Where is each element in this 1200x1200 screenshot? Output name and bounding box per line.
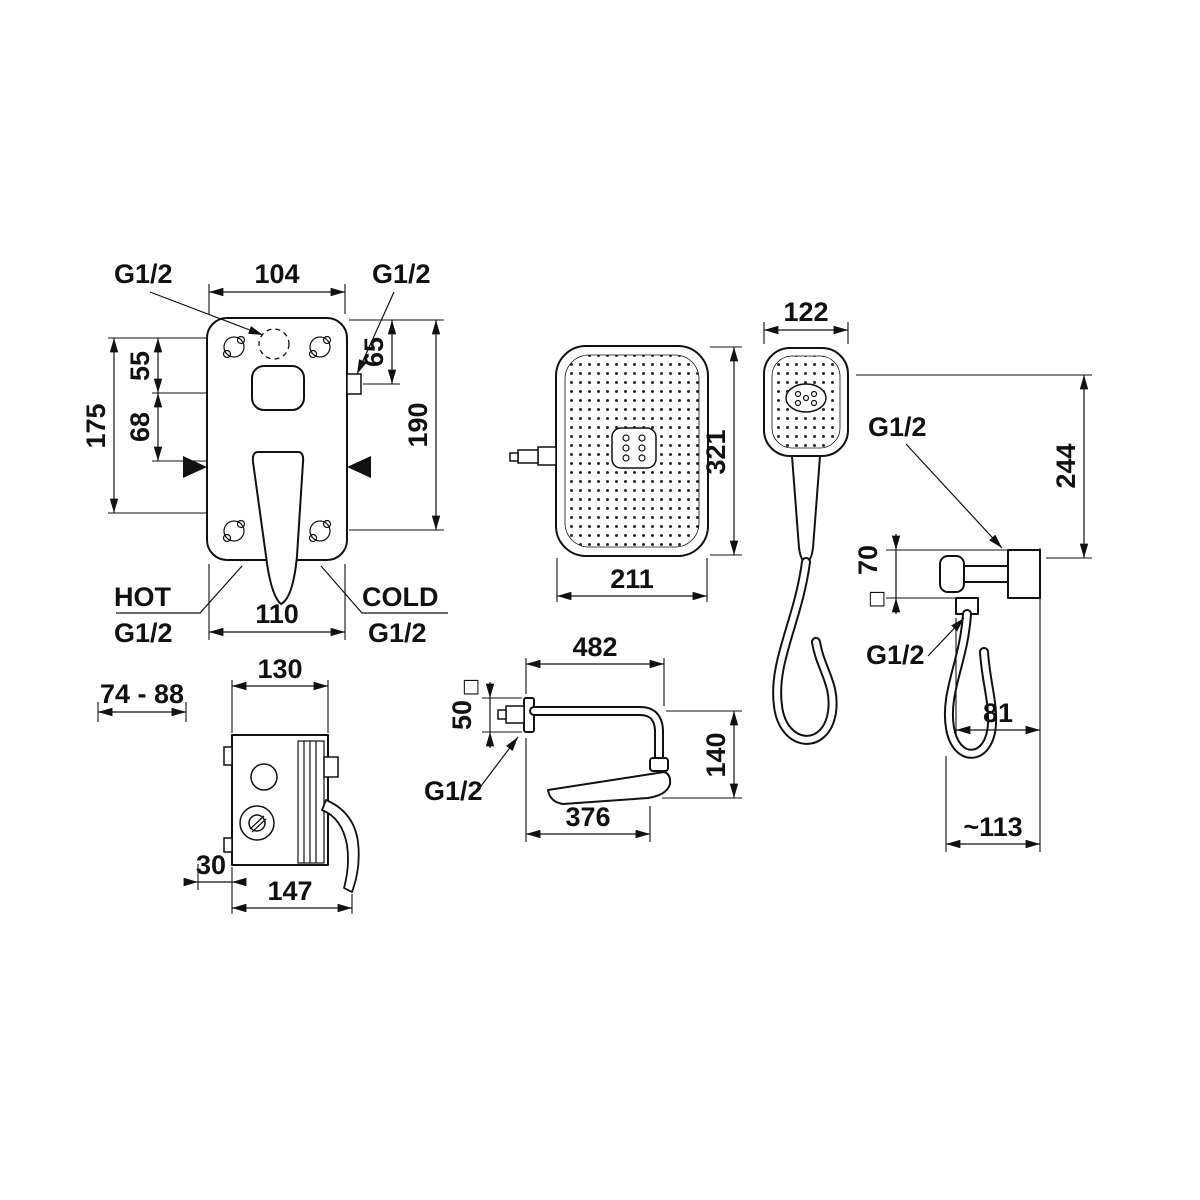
dim-50-label: 50	[447, 700, 477, 730]
hand-shower-handle	[791, 455, 821, 563]
hot-thread-label: G1/2	[114, 618, 173, 648]
dim-190-label: 190	[403, 402, 433, 447]
dim-74-88-label: 74 - 88	[100, 679, 184, 709]
valve-lever-side	[321, 799, 360, 893]
inlet-bolt-tip-icon	[509, 452, 519, 462]
hot-label: HOT	[114, 582, 172, 612]
hatch-icon	[249, 815, 267, 833]
dim-113-label: ~113	[963, 812, 1022, 842]
hand-shower-hose-inner	[774, 559, 836, 743]
thread-callout-outlet: G1/2	[866, 617, 965, 670]
holder-thread-label: G1/2	[868, 412, 927, 442]
dim-holder-size: 70 □	[853, 534, 1008, 614]
screw-holes-icon	[222, 335, 332, 543]
dim-175-label: 175	[81, 403, 111, 448]
wall-bolt-icon	[505, 705, 525, 724]
thread-top-right-label: G1/2	[372, 259, 431, 289]
cold-label: COLD	[362, 582, 439, 612]
dim-70-label: 70	[853, 545, 883, 575]
lever-handle	[251, 451, 305, 605]
dim-escutcheon-size: 50 □	[447, 675, 522, 748]
dim-147-label: 147	[267, 876, 312, 906]
cold-callout: COLD G1/2	[320, 565, 448, 648]
dim-130-label: 130	[257, 654, 302, 684]
dim-hand-shower-height: 244	[856, 374, 1092, 559]
dim-482-label: 482	[572, 632, 617, 662]
center-nozzle-jets-icon	[622, 434, 646, 462]
valve-port-upper	[250, 763, 278, 791]
shower-arm-tube	[529, 706, 664, 767]
dim-head-width: 211	[556, 558, 708, 602]
dim-104-label: 104	[254, 259, 299, 289]
view-valve-side: 130 74 - 88 30 147	[97, 654, 360, 914]
dim-arm-length: 482	[525, 632, 665, 706]
dim-hose-reach: ~113	[945, 756, 1040, 852]
dim-drop-height: 140	[662, 710, 742, 799]
dim-left-stack: 55 68 175	[81, 337, 207, 514]
dim-30-label: 30	[196, 850, 226, 880]
dim-right-stack: 65 190	[349, 319, 444, 531]
dim-321-label: 321	[701, 429, 731, 474]
thread-callout-holder: G1/2	[868, 412, 1003, 549]
dim-211-label: 211	[610, 564, 654, 594]
inlet-bolt-icon	[517, 449, 539, 464]
dim-110-label: 110	[255, 599, 299, 629]
dim-head-offset: 376	[525, 738, 651, 842]
dim-head-height: 321	[701, 346, 742, 556]
dim-width-bottom: 110	[208, 564, 346, 640]
ball-joint	[649, 757, 669, 772]
rib-lines-icon	[303, 741, 317, 863]
dim-81-label: 81	[983, 698, 1013, 728]
diverter-button	[251, 365, 305, 411]
dim-68-label: 68	[125, 412, 155, 442]
inlet-stub	[537, 446, 557, 466]
square-section-icon: □	[462, 675, 480, 697]
dim-140-label: 140	[701, 732, 731, 777]
dim-offset-30: 30	[183, 850, 247, 914]
thread-top-left-label: G1/2	[114, 259, 173, 289]
dim-376-label: 376	[565, 802, 610, 832]
dim-width-top: 104	[208, 259, 346, 314]
arm-thread-label: G1/2	[424, 776, 483, 806]
holder-cup	[939, 555, 965, 593]
center-nozzle	[611, 427, 657, 469]
head-side-profile	[547, 771, 672, 805]
hand-shower-jets-icon	[794, 390, 818, 407]
valve-cartridge-ribs	[297, 740, 325, 864]
valve-body	[231, 734, 329, 866]
right-inlet-arrow-icon	[347, 456, 371, 478]
valve-tab-bottom-icon	[223, 837, 233, 853]
dim-hand-shower-width: 122	[763, 297, 849, 344]
dim-holder-reach: 81	[955, 618, 1040, 736]
shower-arm-tube-inner	[531, 708, 662, 765]
hot-callout: HOT G1/2	[114, 565, 243, 648]
holder-wall-plate	[1007, 549, 1041, 599]
dim-install-depth: 74 - 88	[97, 679, 187, 722]
thread-callout-top-right: G1/2	[356, 259, 431, 375]
wall-bolt-tip-icon	[497, 709, 507, 720]
view-shower-head-front: 321 211	[509, 345, 742, 602]
valve-tab-top-icon	[223, 746, 233, 766]
dim-122-label: 122	[783, 297, 828, 327]
valve-spout-stub	[323, 756, 339, 778]
view-hand-shower: 122 G1/2 244	[763, 297, 1092, 852]
dim-55-label: 55	[125, 351, 155, 381]
dim-valve-width: 130	[231, 654, 329, 733]
dim-244-label: 244	[1051, 443, 1081, 488]
view-mixer-front: 104 G1/2 G1/2 55 68 175 65 190	[81, 259, 448, 648]
cold-thread-label: G1/2	[368, 618, 427, 648]
top-inlet-dashed-icon	[258, 328, 290, 360]
right-fitting-icon	[346, 373, 362, 395]
outlet-thread-label: G1/2	[866, 640, 925, 670]
view-arm-side: 482 50 □ G1/2 376 140	[424, 632, 742, 842]
thread-callout-top-left: G1/2	[114, 259, 264, 336]
square-section-icon: □	[868, 587, 886, 609]
left-inlet-arrow-icon	[183, 456, 207, 478]
hand-shower-center-nozzle	[785, 383, 827, 413]
holder-arm	[961, 565, 1009, 583]
dim-65-label: 65	[359, 337, 389, 367]
dim-total-depth: 147	[232, 876, 353, 914]
thread-callout-arm: G1/2	[424, 736, 519, 806]
